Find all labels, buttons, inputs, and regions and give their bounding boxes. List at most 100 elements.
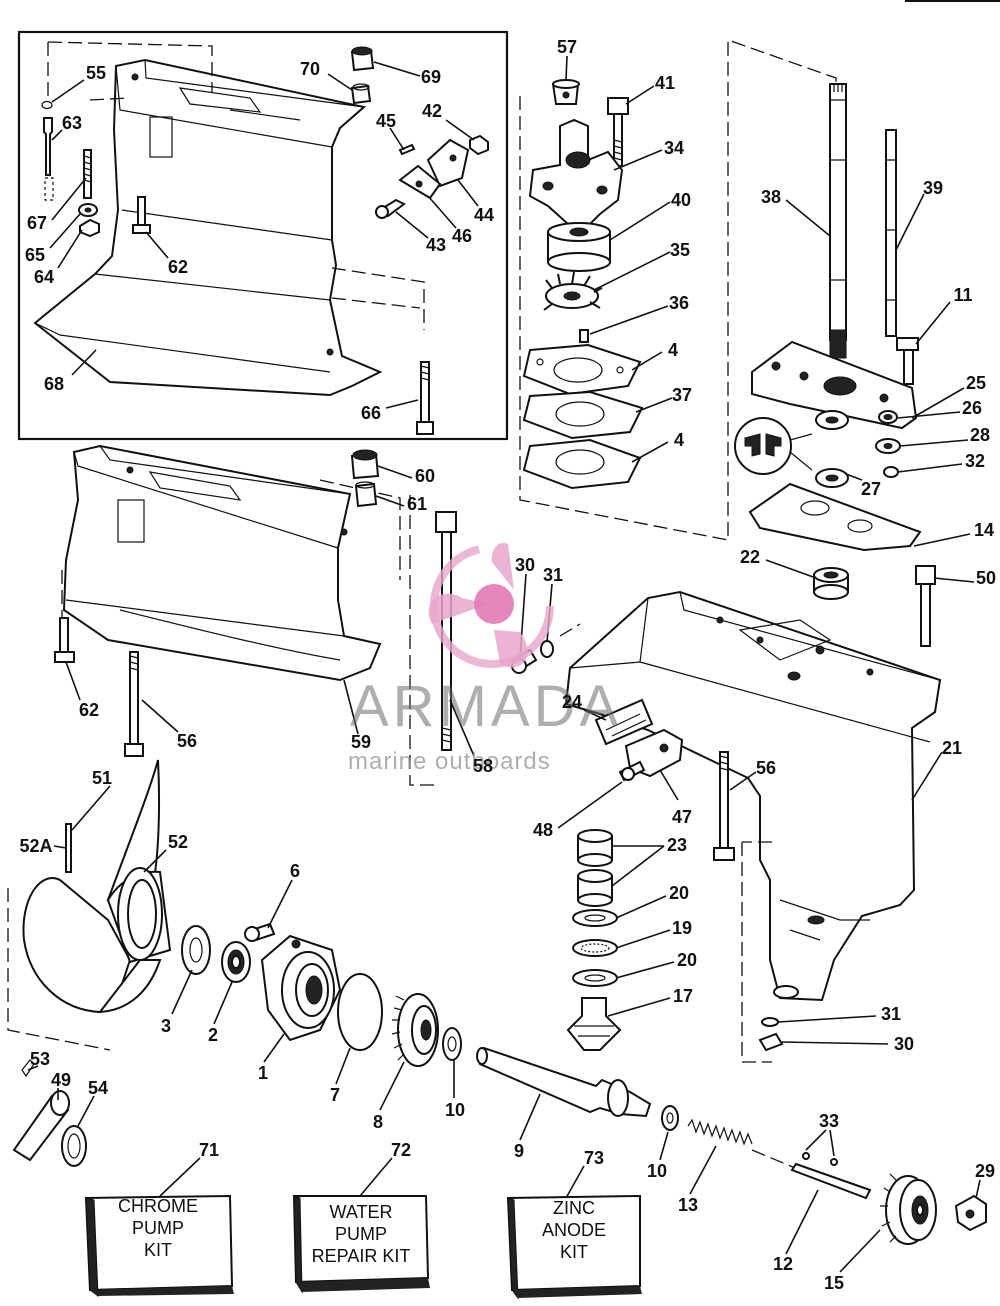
watermark-hub (474, 584, 514, 624)
gasket-4a (522, 343, 642, 396)
pinion-17 (566, 997, 622, 1051)
callout-61: 61 (407, 494, 427, 514)
callout-31: 31 (543, 565, 563, 585)
kit-73-line-2: ANODE (542, 1220, 606, 1240)
kit-box-73 (506, 1194, 642, 1300)
exhaust-housing-main (61, 444, 440, 786)
kit-72-line-3: REPAIR KIT (312, 1246, 411, 1266)
callout-4: 4 (668, 340, 678, 360)
callout-56: 56 (177, 731, 197, 751)
watermark-propeller-logo (428, 542, 554, 668)
callout-22: 22 (740, 547, 760, 567)
pin-33a (802, 1152, 810, 1160)
cotter-pin-53 (21, 1059, 35, 1078)
callout-38: 38 (761, 187, 781, 207)
kit-72-line-1: WATER (330, 1202, 393, 1222)
callout-35: 35 (670, 240, 690, 260)
exhaust-housing-inset (33, 41, 425, 397)
washer-10a (442, 1027, 462, 1061)
callout-4: 4 (674, 430, 684, 450)
callout-10: 10 (445, 1100, 465, 1120)
callout-11: 11 (953, 285, 972, 305)
inset-small-parts (41, 46, 489, 435)
key-36 (579, 329, 589, 343)
kit-71-line-2: PUMP (132, 1218, 184, 1238)
pump-housing-34 (528, 118, 624, 225)
bolt-56-right (719, 751, 729, 849)
bolt-50 (920, 581, 931, 647)
kit-71-line-3: KIT (144, 1240, 172, 1260)
bolt-66 (420, 361, 430, 423)
gearcase-21 (564, 590, 942, 1063)
callout-48: 48 (533, 820, 553, 840)
callout-28: 28 (970, 425, 990, 445)
callout-62: 62 (168, 257, 188, 277)
nut-42 (469, 134, 489, 156)
callout-9: 9 (514, 1141, 524, 1161)
callout-54: 54 (88, 1078, 108, 1098)
callout-63: 63 (62, 113, 82, 133)
callout-65: 65 (25, 245, 45, 265)
callout-14: 14 (974, 520, 994, 540)
washer-31-lower (761, 1017, 779, 1027)
cone-49 (12, 1090, 70, 1162)
washer-31-upper (540, 640, 554, 658)
gasket-4b (522, 438, 642, 490)
callout-50: 50 (976, 568, 996, 588)
water-pump-parts (519, 39, 837, 541)
shift-rod-39 (885, 129, 897, 337)
callout-58: 58 (473, 756, 493, 776)
callout-24: 24 (562, 692, 582, 712)
callout-49: 49 (51, 1070, 71, 1090)
screw-62-inset (137, 196, 146, 226)
washer-54 (61, 1125, 87, 1167)
callout-69: 69 (421, 67, 441, 87)
watermark-blade-top (491, 542, 514, 590)
callout-10: 10 (647, 1161, 667, 1181)
callout-20: 20 (677, 950, 697, 970)
callout-32: 32 (965, 451, 985, 471)
clutch-dog-15 (880, 1173, 937, 1245)
kit-73-line-3: KIT (560, 1242, 588, 1262)
callout-13: 13 (678, 1195, 698, 1215)
plate-37 (522, 390, 644, 440)
pin-33b (830, 1158, 838, 1166)
callout-43: 43 (426, 235, 446, 255)
callout-8: 8 (373, 1112, 383, 1132)
nut-64 (79, 218, 100, 238)
bolt-56-left (129, 651, 139, 745)
callout-72: 72 (391, 1140, 411, 1160)
washer-20b (572, 969, 618, 987)
callout-7: 7 (330, 1085, 340, 1105)
callout-70: 70 (300, 59, 320, 79)
callout-42: 42 (422, 101, 442, 121)
callout-46: 46 (452, 226, 472, 246)
callout-36: 36 (669, 293, 689, 313)
callout-26: 26 (962, 398, 982, 418)
gasket-14 (748, 482, 922, 552)
callout-60: 60 (415, 466, 435, 486)
oring-32 (883, 466, 899, 478)
callout-39: 39 (923, 178, 943, 198)
callout-62: 62 (79, 700, 99, 720)
watermark: ARMADA marine outboards (348, 542, 622, 775)
spring-13 (687, 1118, 753, 1146)
pin-63 (43, 117, 53, 176)
kit-boxes (84, 1194, 642, 1300)
kit-71-line-1: CHROME (118, 1196, 198, 1216)
callout-52: 52 (168, 832, 188, 852)
callout-52A: 52A (19, 836, 52, 856)
callout-47: 47 (672, 807, 692, 827)
shaft-12 (790, 1162, 872, 1200)
watermark-brand: ARMADA (350, 674, 622, 739)
kit-box-72 (292, 1195, 430, 1294)
callout-55: 55 (86, 63, 106, 83)
kit-box-71 (84, 1194, 234, 1298)
callout-68: 68 (44, 374, 64, 394)
impeller-35 (543, 271, 603, 311)
callout-45: 45 (376, 111, 396, 131)
callout-57: 57 (557, 37, 577, 57)
callout-67: 67 (27, 213, 47, 233)
